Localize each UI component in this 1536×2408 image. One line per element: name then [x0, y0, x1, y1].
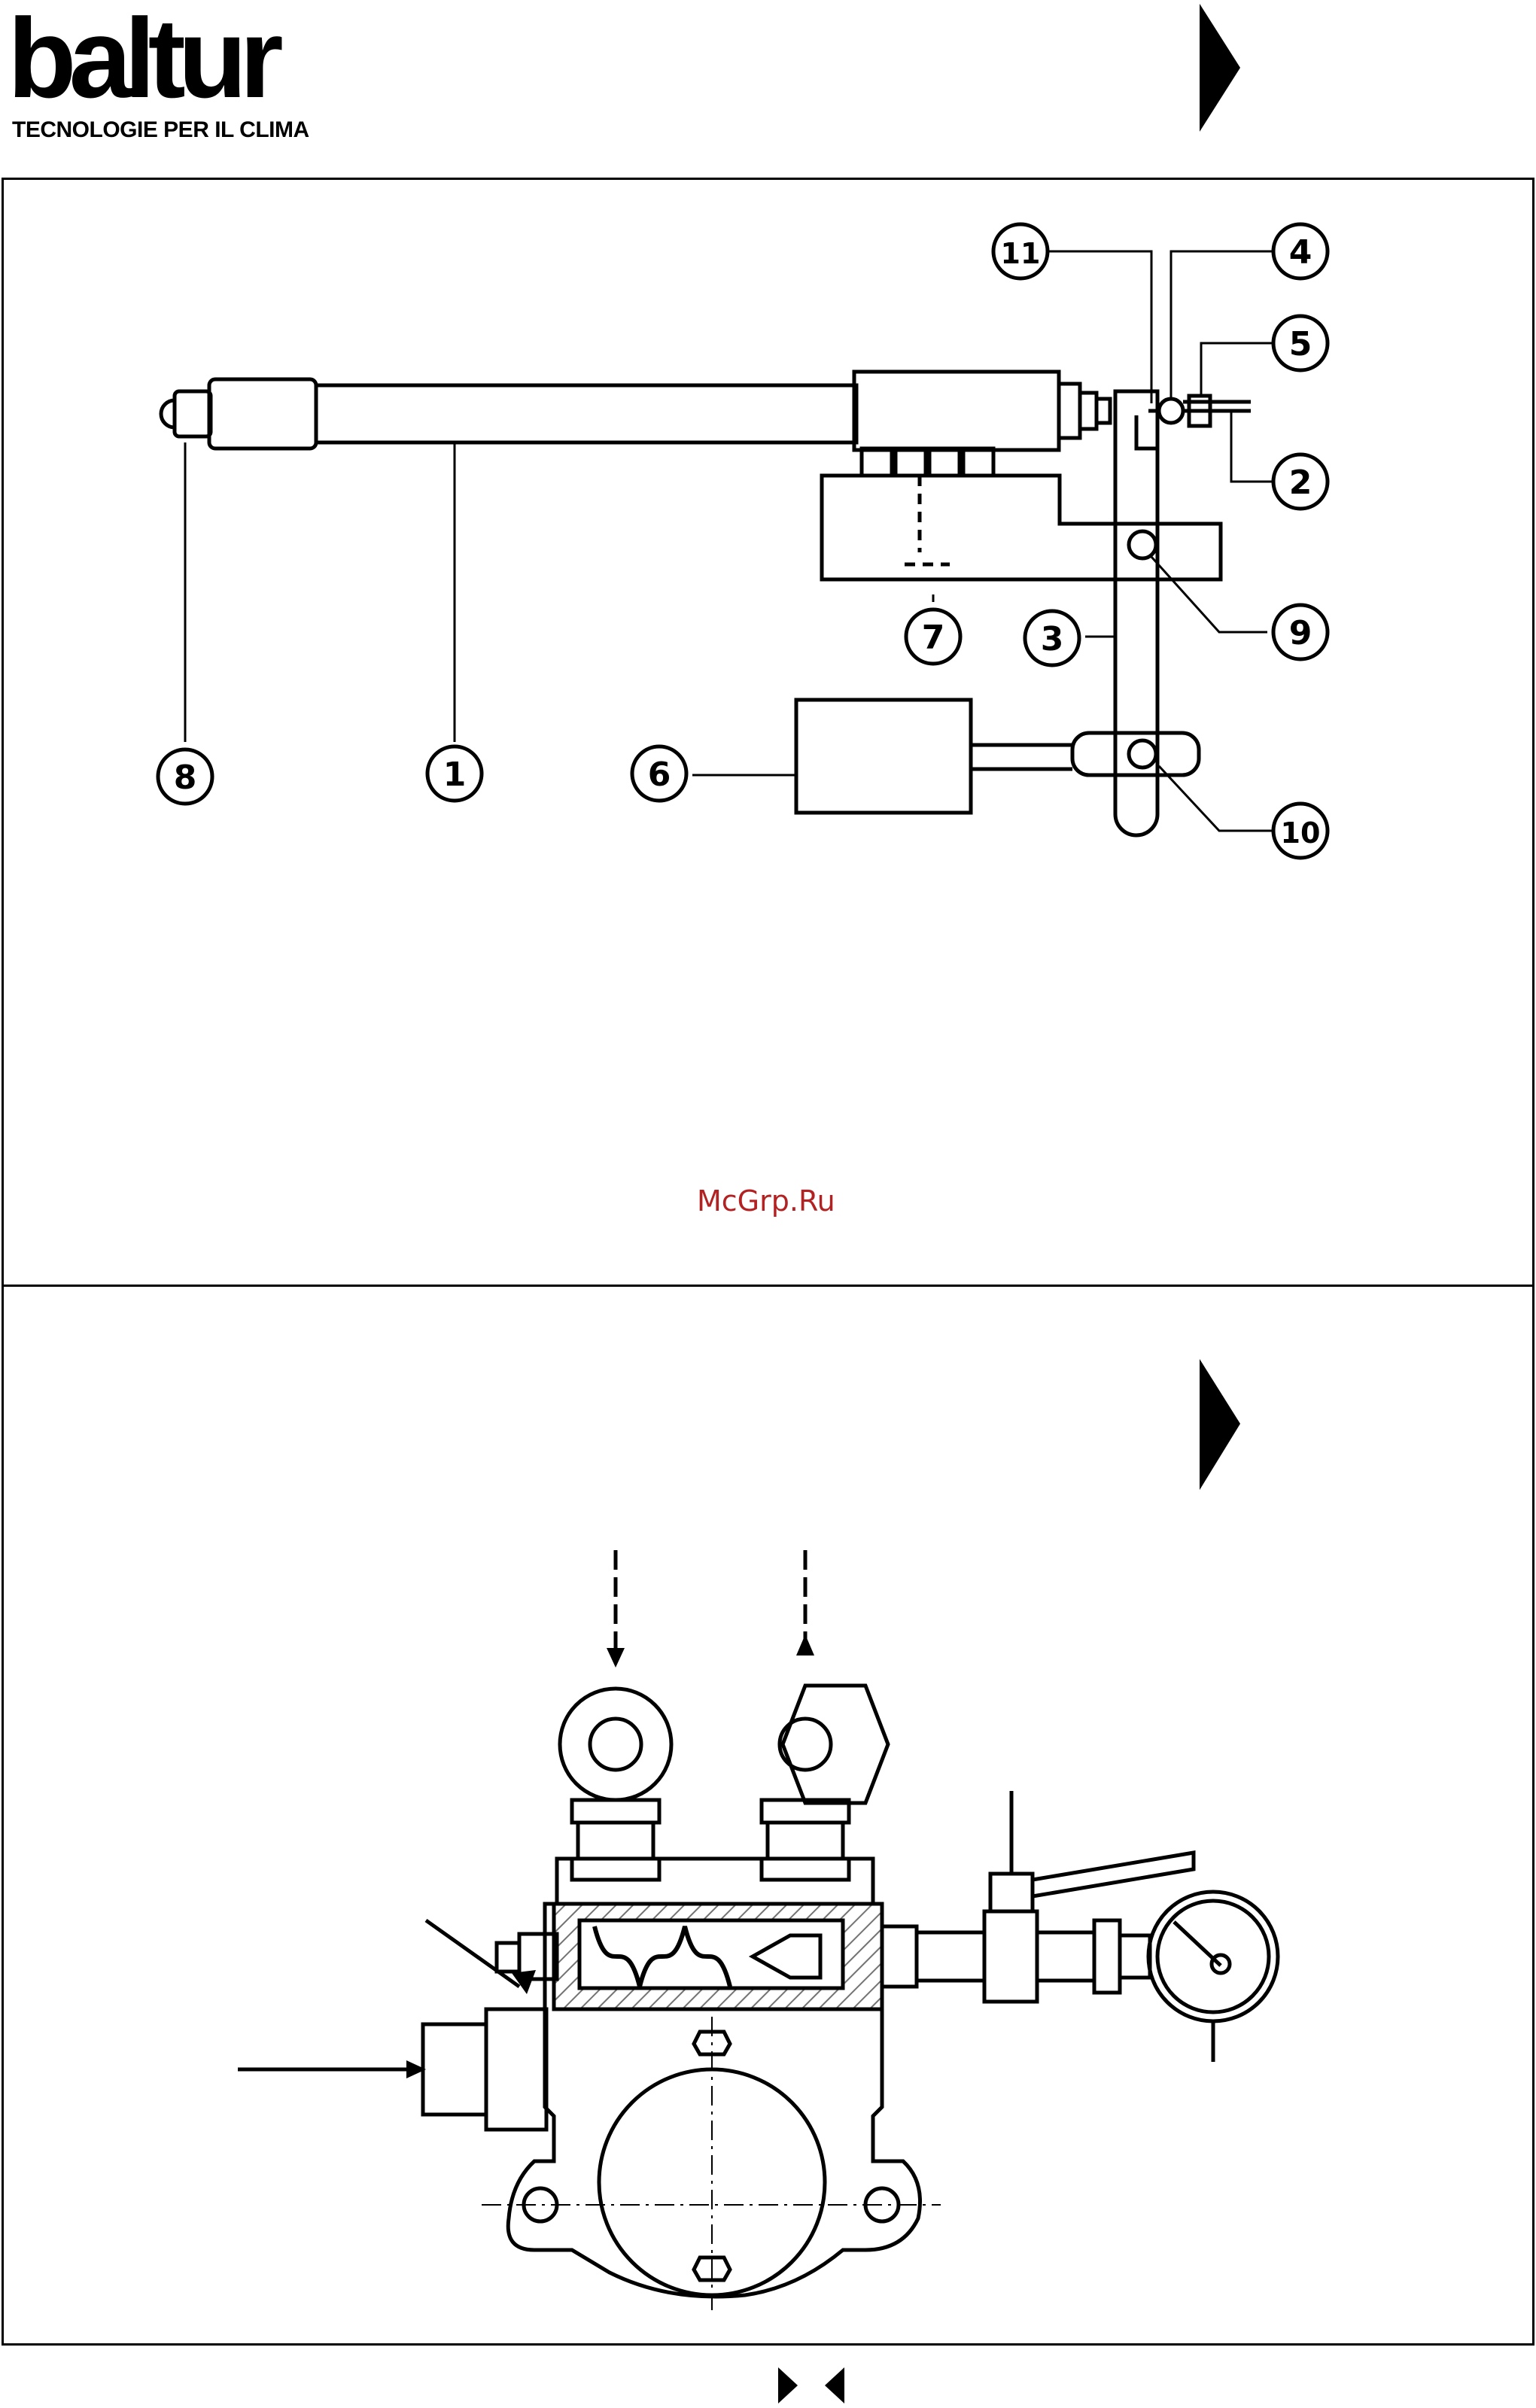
nav-prev-icon	[825, 2367, 844, 2403]
page-nav	[0, 2363, 1536, 2408]
nav-next-icon	[778, 2367, 798, 2403]
